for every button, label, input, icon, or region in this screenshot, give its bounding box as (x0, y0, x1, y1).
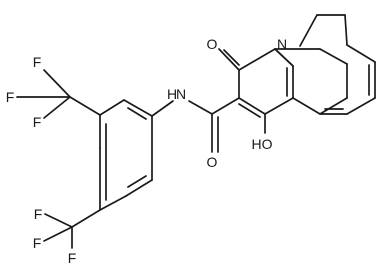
bond (274, 48, 294, 67)
bond (211, 97, 240, 115)
atom-label-f: F (33, 114, 42, 130)
bond (127, 107, 147, 120)
atom-label-f: F (33, 54, 42, 70)
bond (71, 209, 101, 228)
bond (319, 48, 348, 65)
bonds (16, 14, 376, 249)
atom-label-f: F (6, 89, 15, 105)
bond (69, 96, 101, 116)
bond (223, 49, 240, 66)
bond (44, 213, 73, 228)
atom-label-amide-h: H (167, 86, 177, 102)
bond (43, 96, 71, 119)
bond (346, 97, 376, 115)
bond (43, 69, 71, 98)
bond (125, 179, 153, 197)
bond (99, 99, 125, 116)
bond (218, 48, 240, 71)
bond (151, 100, 174, 117)
atom-label-amide-n: N (176, 86, 186, 102)
atom-label-hydroxyl: HO (252, 136, 273, 152)
bond (299, 14, 318, 47)
bond (264, 97, 294, 115)
bond (238, 48, 276, 71)
bond (188, 100, 213, 115)
bond (238, 103, 261, 118)
atom-label-f: F (68, 250, 77, 266)
atom-labels: F F F F F F H N N O O HO (6, 36, 287, 266)
bond (292, 97, 321, 115)
atom-label-amide-o: O (207, 154, 218, 170)
bond (123, 99, 153, 117)
bond (43, 226, 73, 242)
bond (319, 97, 348, 115)
bond (99, 195, 127, 211)
bond (127, 175, 147, 188)
atom-label-f: F (34, 206, 43, 222)
atom-label-keto-o: O (207, 36, 218, 52)
bond (346, 44, 376, 63)
atom-label-ring-n: N (277, 36, 287, 52)
bond (238, 97, 266, 115)
bond (344, 14, 348, 46)
atom-label-f: F (33, 235, 42, 251)
